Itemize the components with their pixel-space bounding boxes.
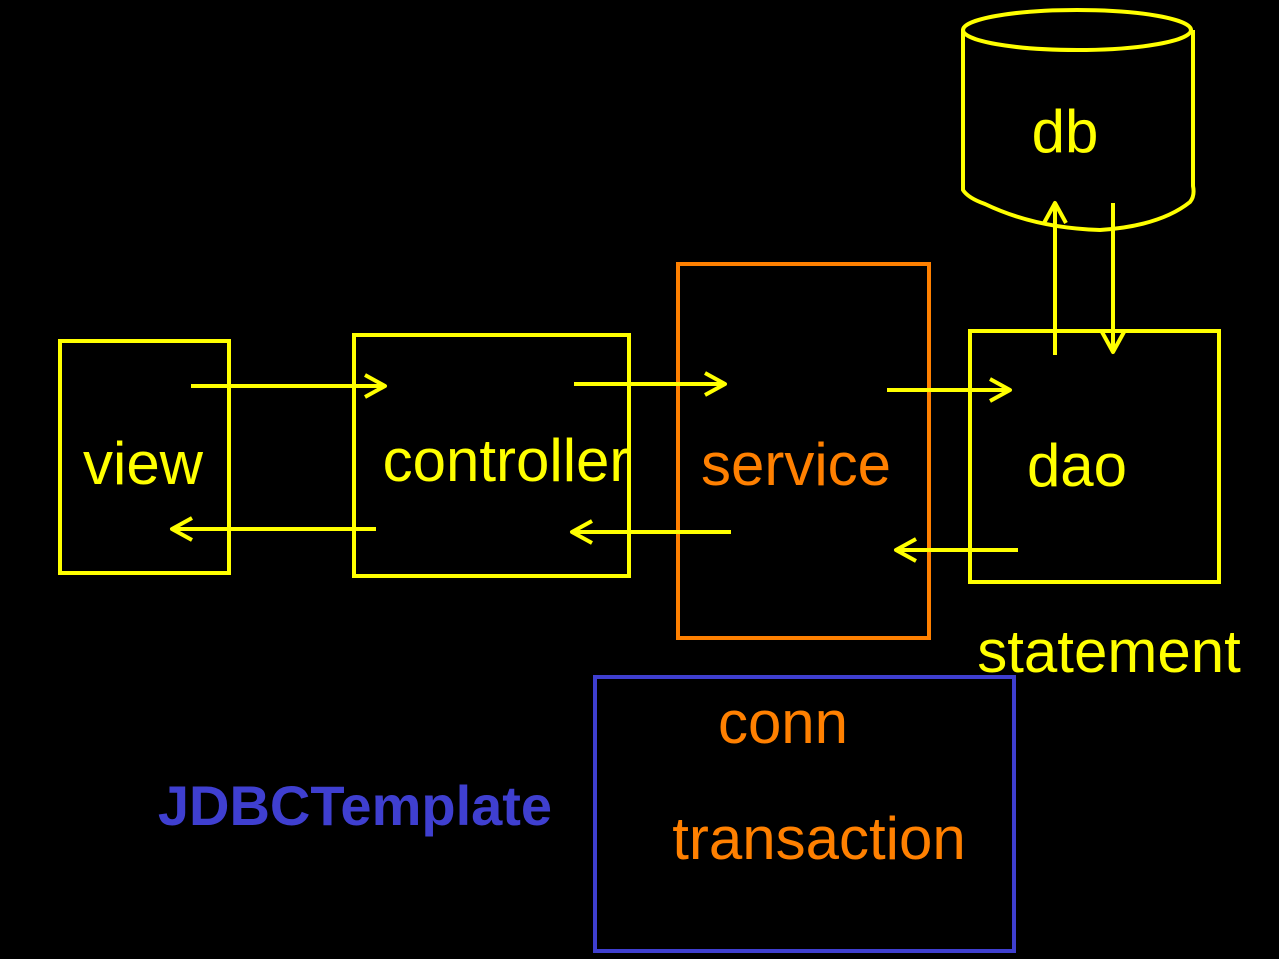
- arrow-dao-to-service: [894, 537, 1018, 563]
- service-box: [676, 262, 931, 640]
- dao-node: dao: [968, 329, 1221, 584]
- controller-label: controller: [383, 427, 630, 494]
- jdbc-template-box: [593, 675, 1016, 953]
- view-label: view: [83, 430, 204, 497]
- arrow-service-to-dao: [887, 377, 1012, 403]
- db-cylinder-body: [961, 30, 1196, 232]
- jdbc-template-label: JDBCTemplate: [158, 774, 552, 837]
- arrow-service-to-controller: [570, 519, 731, 545]
- db-label: db: [1032, 98, 1099, 165]
- view-node: view: [58, 339, 231, 575]
- controller-node: controller: [352, 333, 631, 578]
- db-cylinder-top: [961, 8, 1193, 52]
- jdbc-template-box-group: conn transaction: [593, 675, 1016, 953]
- dao-box: [968, 329, 1221, 584]
- service-node: service: [676, 262, 931, 640]
- arrow-db-to-dao: [1100, 203, 1126, 354]
- arrow-controller-to-view: [170, 516, 376, 542]
- conn-label: conn: [718, 689, 848, 756]
- arrow-view-to-controller: [191, 373, 387, 399]
- dao-label: dao: [1027, 432, 1127, 499]
- transaction-label: transaction: [672, 805, 966, 872]
- controller-box: [352, 333, 631, 578]
- view-box: [58, 339, 231, 575]
- arrow-dao-to-db: [1042, 201, 1068, 355]
- arrow-controller-to-service: [574, 371, 727, 397]
- statement-label: statement: [977, 618, 1241, 685]
- db-cylinder: db: [961, 8, 1196, 232]
- service-label: service: [701, 431, 891, 498]
